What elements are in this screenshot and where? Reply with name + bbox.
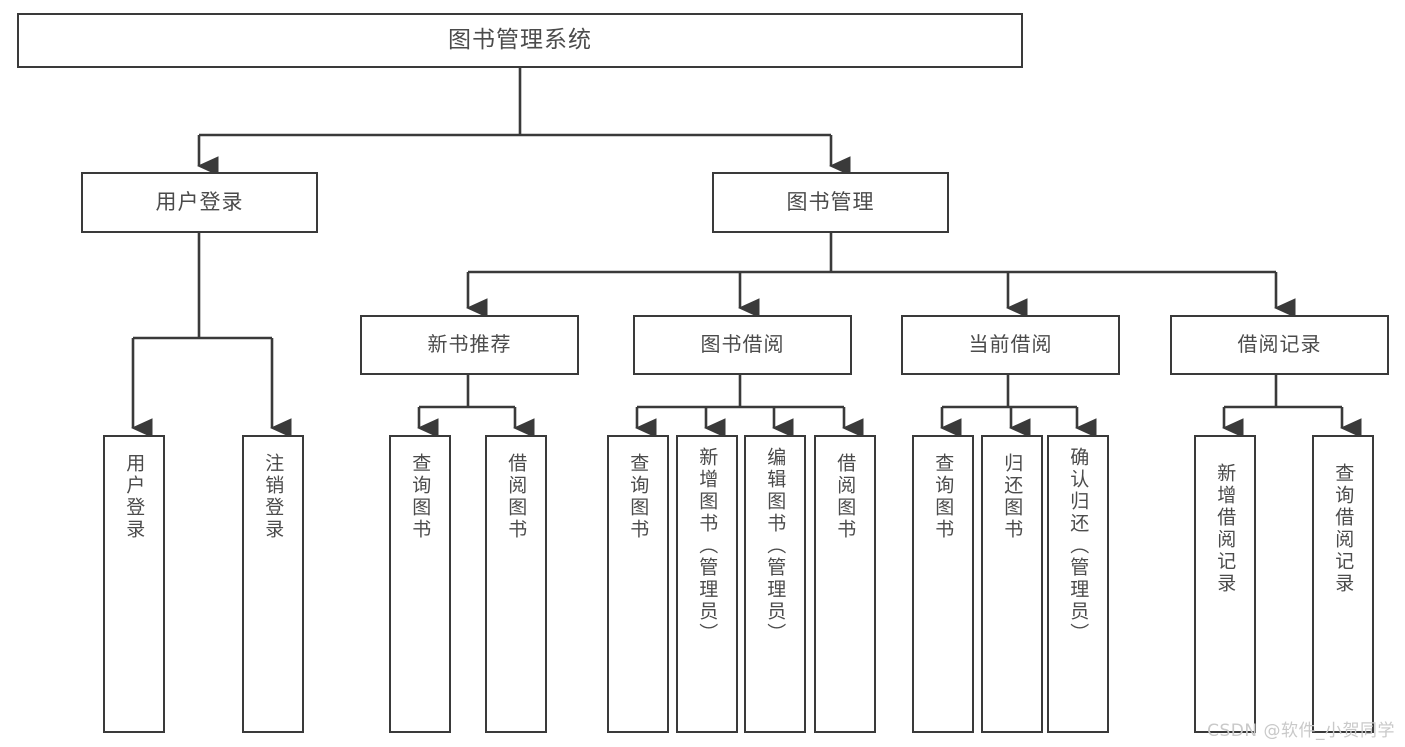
leaf-borrow-book-1-label: 借阅图书 xyxy=(505,453,528,541)
leaf-query-record[interactable]: 查询借阅记录 xyxy=(1312,435,1374,733)
node-new-book-rec[interactable]: 新书推荐 xyxy=(360,315,579,375)
node-book-manage[interactable]: 图书管理 xyxy=(712,172,949,233)
leaf-return-book-label: 归还图书 xyxy=(1001,453,1024,541)
node-new-book-rec-label: 新书推荐 xyxy=(427,332,512,357)
node-borrow-record[interactable]: 借阅记录 xyxy=(1170,315,1389,375)
node-current-borrow[interactable]: 当前借阅 xyxy=(901,315,1120,375)
watermark: CSDN @软件_小贺同学 xyxy=(1207,721,1395,741)
leaf-confirm-return[interactable]: 确认归还（管理员） xyxy=(1047,435,1109,733)
leaf-confirm-return-label: 确认归还（管理员） xyxy=(1067,447,1090,645)
leaf-borrow-book-1[interactable]: 借阅图书 xyxy=(485,435,547,733)
leaf-add-record[interactable]: 新增借阅记录 xyxy=(1194,435,1256,733)
leaf-query-book-1[interactable]: 查询图书 xyxy=(389,435,451,733)
leaf-return-book[interactable]: 归还图书 xyxy=(981,435,1043,733)
leaf-logout[interactable]: 注销登录 xyxy=(242,435,304,733)
leaf-query-book-2-label: 查询图书 xyxy=(627,453,650,541)
leaf-query-book-2[interactable]: 查询图书 xyxy=(607,435,669,733)
node-user-login[interactable]: 用户登录 xyxy=(81,172,318,233)
leaf-borrow-book-2-label: 借阅图书 xyxy=(834,453,857,541)
node-root-label: 图书管理系统 xyxy=(448,26,592,53)
leaf-edit-book[interactable]: 编辑图书（管理员） xyxy=(744,435,806,733)
node-book-borrow-label: 图书借阅 xyxy=(700,332,785,357)
leaf-add-book[interactable]: 新增图书（管理员） xyxy=(676,435,738,733)
node-book-manage-label: 图书管理 xyxy=(786,190,875,215)
leaf-edit-book-label: 编辑图书（管理员） xyxy=(764,447,787,645)
leaf-add-book-label: 新增图书（管理员） xyxy=(696,447,719,645)
leaf-query-book-3[interactable]: 查询图书 xyxy=(912,435,974,733)
leaf-borrow-book-2[interactable]: 借阅图书 xyxy=(814,435,876,733)
node-book-borrow[interactable]: 图书借阅 xyxy=(633,315,852,375)
leaf-add-record-label: 新增借阅记录 xyxy=(1214,463,1237,595)
leaf-query-record-label: 查询借阅记录 xyxy=(1332,463,1355,595)
node-root[interactable]: 图书管理系统 xyxy=(17,13,1023,68)
leaf-user-login-label: 用户登录 xyxy=(123,453,146,541)
leaf-logout-label: 注销登录 xyxy=(262,453,285,541)
node-borrow-record-label: 借阅记录 xyxy=(1237,332,1322,357)
leaf-query-book-3-label: 查询图书 xyxy=(932,453,955,541)
leaf-query-book-1-label: 查询图书 xyxy=(409,453,432,541)
node-user-login-label: 用户登录 xyxy=(155,190,244,215)
node-current-borrow-label: 当前借阅 xyxy=(968,332,1053,357)
leaf-user-login[interactable]: 用户登录 xyxy=(103,435,165,733)
